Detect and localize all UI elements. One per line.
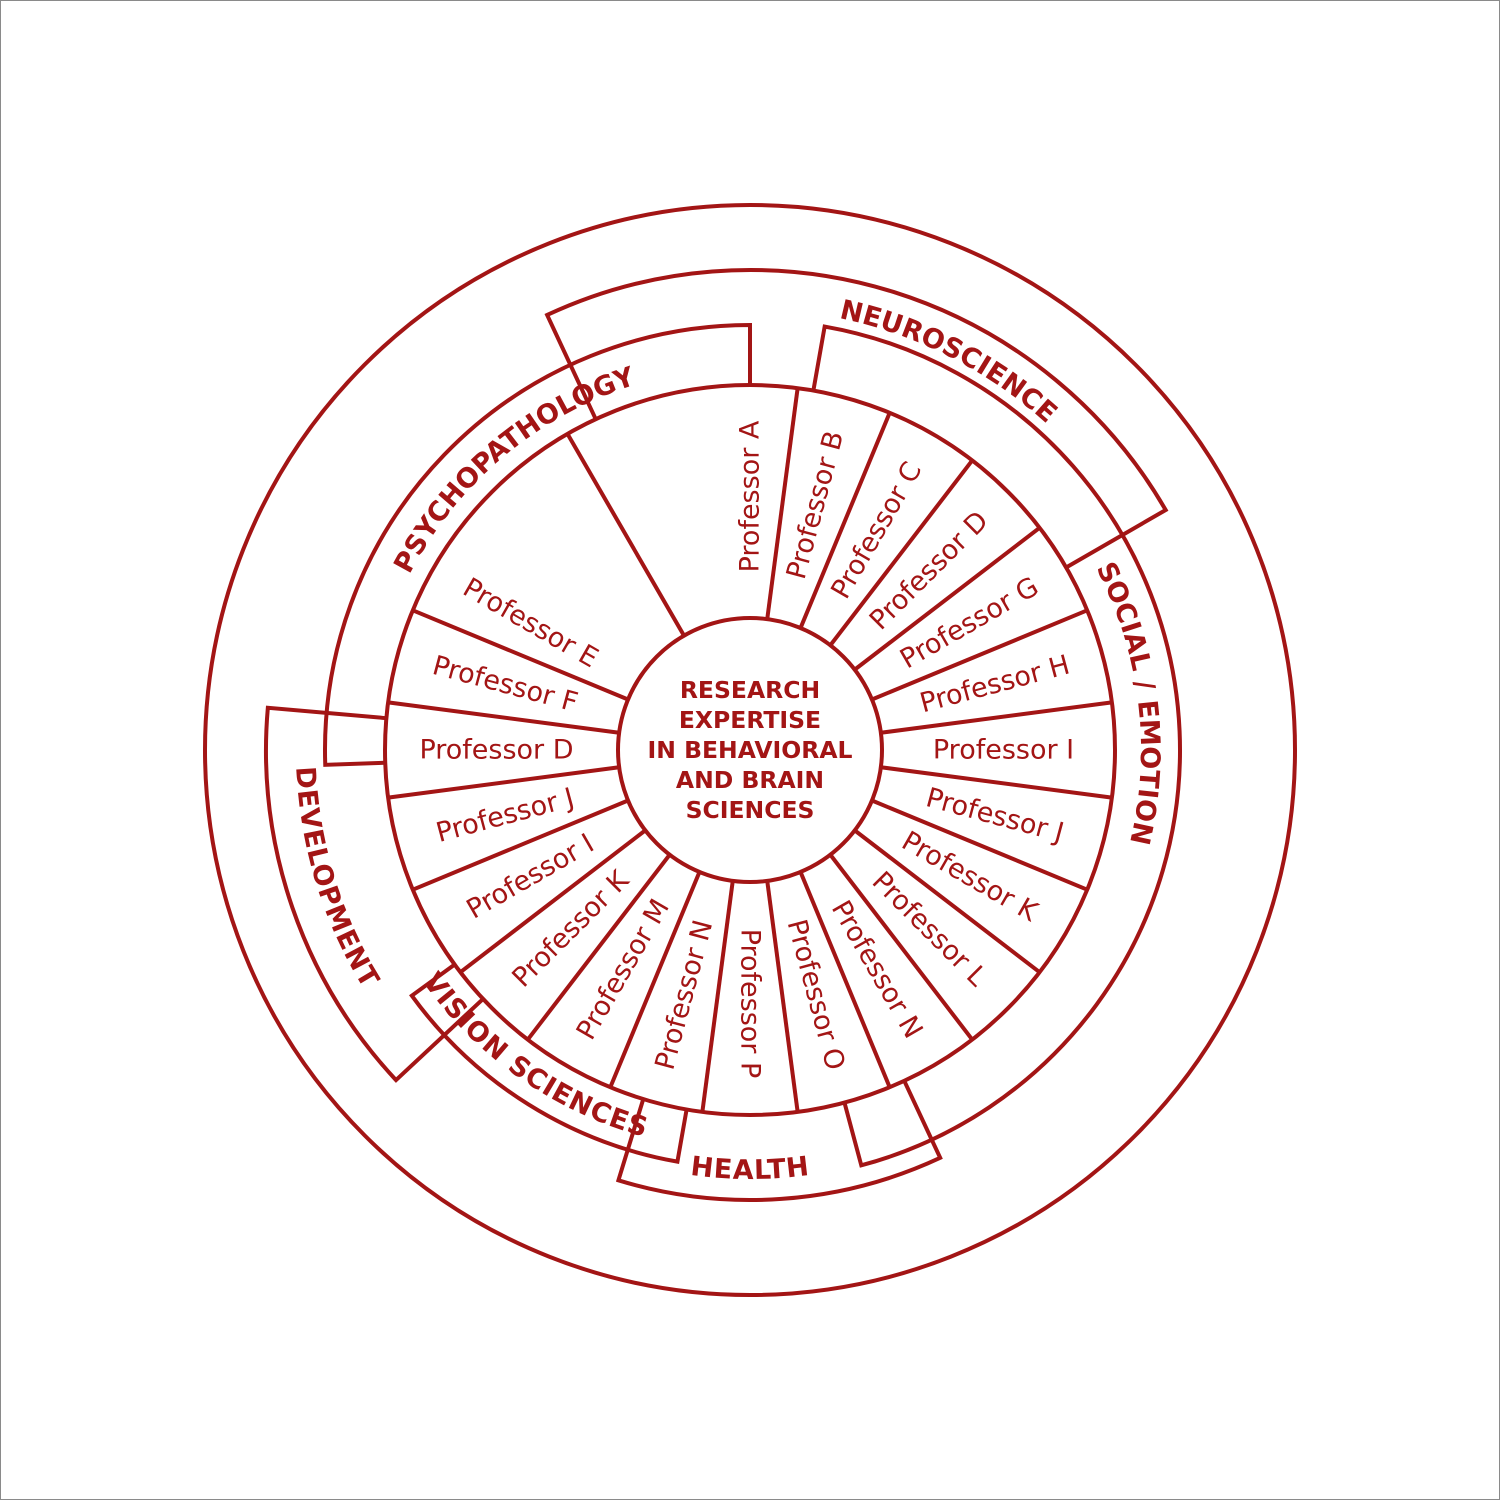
wedge-divider: [853, 828, 1041, 974]
wedge-divider: [412, 608, 629, 702]
outer-ring: [203, 203, 1297, 1297]
category-label: DEVELOPMENT: [290, 766, 386, 993]
wedge-divider: [853, 526, 1041, 672]
wedge-divider: [700, 880, 735, 1113]
center-title-line: RESEARCH: [680, 676, 820, 704]
wedge-divider: [765, 880, 800, 1113]
wedge-divider: [387, 700, 620, 735]
category-label-text: HEALTH: [689, 1151, 810, 1186]
category-label: HEALTH: [689, 1151, 811, 1186]
wedge-divider: [871, 608, 1088, 702]
wedge-divider: [828, 459, 974, 647]
center-hub: [616, 616, 884, 884]
wedge-divider: [880, 700, 1113, 735]
psychopathology-band: [323, 322, 752, 767]
wedge-divider: [765, 387, 800, 620]
wedge-divider: [798, 412, 892, 629]
wedge-divider: [565, 432, 686, 637]
wedge-divider: [526, 853, 672, 1041]
center-title-line: EXPERTISE: [679, 706, 821, 734]
development-band: [264, 705, 485, 1083]
health-band: [615, 1079, 943, 1202]
wedge-divider: [880, 765, 1113, 800]
category-label-text: DEVELOPMENT: [290, 766, 385, 993]
professor-label: Professor A: [735, 420, 766, 572]
wedge-divider: [459, 828, 647, 974]
center-title-line: SCIENCES: [686, 796, 815, 824]
social-emotion-band: [811, 324, 1183, 1168]
wedge-divider: [387, 765, 620, 800]
wedge-divider: [871, 798, 1088, 892]
category-bands-layer: [264, 268, 1183, 1202]
center-title-line: IN BEHAVIORAL: [648, 736, 853, 764]
professor-label: Professor P: [735, 929, 766, 1079]
wedge-divider: [412, 798, 629, 892]
professor-label: Professor I: [933, 735, 1074, 766]
wedge-divider: [798, 871, 892, 1088]
center-title-line: AND BRAIN: [676, 766, 824, 794]
neuroscience-band: [544, 268, 1169, 570]
vision-sciences-band: [409, 962, 689, 1164]
wedge-divider: [608, 871, 702, 1088]
wedge-divider: [828, 853, 974, 1041]
professor-label: Professor D: [419, 735, 573, 766]
